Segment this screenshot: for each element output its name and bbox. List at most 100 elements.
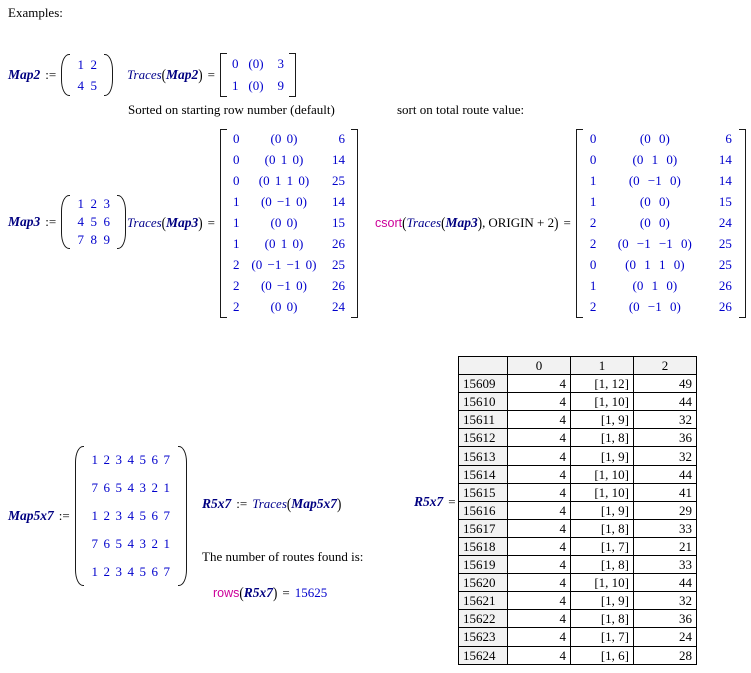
matrix-cell: 5: [115, 479, 122, 495]
matrix-cell: (0 1 0): [632, 278, 678, 293]
paren-close: ): [198, 65, 203, 84]
matrix-cell: 0: [589, 131, 597, 146]
matrix-cell: (0 1 0): [632, 152, 678, 167]
bracket-right: [350, 128, 358, 318]
matrix-cell: 5: [90, 214, 97, 229]
matrix-cell: 3: [103, 196, 110, 211]
matrix-cell: 3: [277, 56, 284, 71]
matrix-cell: 2: [103, 563, 110, 579]
table-cell: 4: [507, 627, 571, 647]
map3-argument: Map3: [166, 215, 199, 230]
matrix-cell: 9: [277, 78, 284, 93]
examples-label[interactable]: Examples:: [8, 5, 63, 20]
map5x7-argument: Map5x7: [291, 496, 337, 511]
rows-count-region[interactable]: rows ( R5x7 ) = 15625: [213, 583, 327, 602]
paren-open: (: [161, 213, 167, 232]
paren-open: (: [239, 583, 244, 602]
matrix-row: 1(0 −1 0)14: [590, 171, 732, 192]
matrix-cell: 6: [103, 535, 110, 551]
matrix-row: 1(0 0)15: [233, 213, 345, 234]
matrix-row: 2(0 −1 0)26: [590, 297, 732, 318]
matrix-cell: 5: [139, 507, 146, 523]
matrix-cell: 0: [232, 131, 240, 146]
matrix-cell: (0 0): [270, 131, 298, 146]
table-cell: 24: [633, 627, 697, 647]
matrix-cell: (0 1 0): [264, 236, 304, 251]
assign-operator: :=: [45, 214, 57, 229]
csort-function: csort: [375, 216, 403, 230]
table-cell: [1, 6]: [570, 645, 634, 665]
matrix-cell: (0 −1 0): [628, 299, 681, 314]
table-cell: 4: [507, 392, 571, 412]
matrix-cell: (0): [248, 78, 264, 93]
matrix-row: 1(0)9: [232, 75, 284, 97]
bracket-right: [288, 53, 296, 97]
matrix-cell: 1: [232, 215, 240, 230]
matrix-row: 0(0 0)6: [233, 129, 345, 150]
row-index-cell: 15622: [458, 609, 508, 629]
matrix-cell: 2: [151, 479, 158, 495]
table-cell: 4: [507, 591, 571, 611]
matrix-cell: 24: [718, 215, 732, 230]
table-cell: 44: [633, 464, 697, 484]
map5x7-variable: Map5x7: [8, 507, 54, 523]
r5x7-definition-region[interactable]: R5x7 := Traces ( Map5x7 ): [202, 494, 341, 513]
matrix-cell: (0 −1 0): [260, 278, 307, 293]
table-cell: 4: [507, 609, 571, 629]
map3-argument: Map3: [445, 215, 478, 230]
matrix-cell: 0: [232, 152, 240, 167]
paren-close: ): [477, 213, 483, 232]
table-cell: 32: [633, 446, 697, 466]
bracket-left: [575, 128, 583, 318]
matrix-cell: 7: [163, 507, 170, 523]
matrix-cell: 2: [589, 236, 597, 251]
column-header: 1: [570, 355, 634, 376]
table-cell: 33: [633, 518, 697, 538]
table-cell: 21: [633, 536, 697, 557]
table-cell: 29: [633, 500, 697, 520]
matrix-row: 0(0 1 1 0)25: [590, 255, 732, 276]
paren-left: [61, 195, 71, 249]
matrix-cell: (0 0): [270, 215, 298, 230]
matrix-cell: 1: [91, 507, 98, 523]
matrix-cell: 0: [589, 152, 597, 167]
matrix-row: 0(0 0)6: [590, 129, 732, 150]
matrix-cell: 25: [718, 257, 732, 272]
origin-argument: ORIGIN + 2: [488, 215, 555, 230]
r5x7-argument: R5x7: [243, 585, 274, 600]
sorted-caption[interactable]: Sorted on starting row number (default): [128, 102, 335, 117]
matrix-cell: 0: [232, 173, 240, 188]
table-cell: [1, 8]: [570, 555, 634, 575]
table-cell: 32: [633, 410, 697, 430]
table-cell: 4: [507, 446, 571, 466]
sort-total-caption[interactable]: sort on total route value:: [397, 102, 525, 117]
table-cell: 4: [507, 645, 571, 665]
matrix-row: 0(0 1 1 0)25: [233, 171, 345, 192]
paren-right: [117, 195, 127, 249]
assign-operator: :=: [58, 507, 70, 523]
paren-open: (: [286, 494, 292, 513]
csort-region[interactable]: csort ( Traces ( Map3 ) , ORIGIN + 2 ) =…: [375, 127, 746, 319]
matrix-cell: 25: [718, 236, 732, 251]
table-cell: 33: [633, 555, 697, 575]
matrix-cell: 2: [90, 56, 97, 72]
matrix-cell: 25: [331, 257, 345, 272]
r5x7-result-label-region[interactable]: R5x7 =: [414, 494, 461, 510]
routes-found-label[interactable]: The number of routes found is:: [202, 549, 364, 564]
matrix-row: 2(0 −1 0)26: [233, 276, 345, 297]
rows-function: rows: [213, 586, 240, 600]
